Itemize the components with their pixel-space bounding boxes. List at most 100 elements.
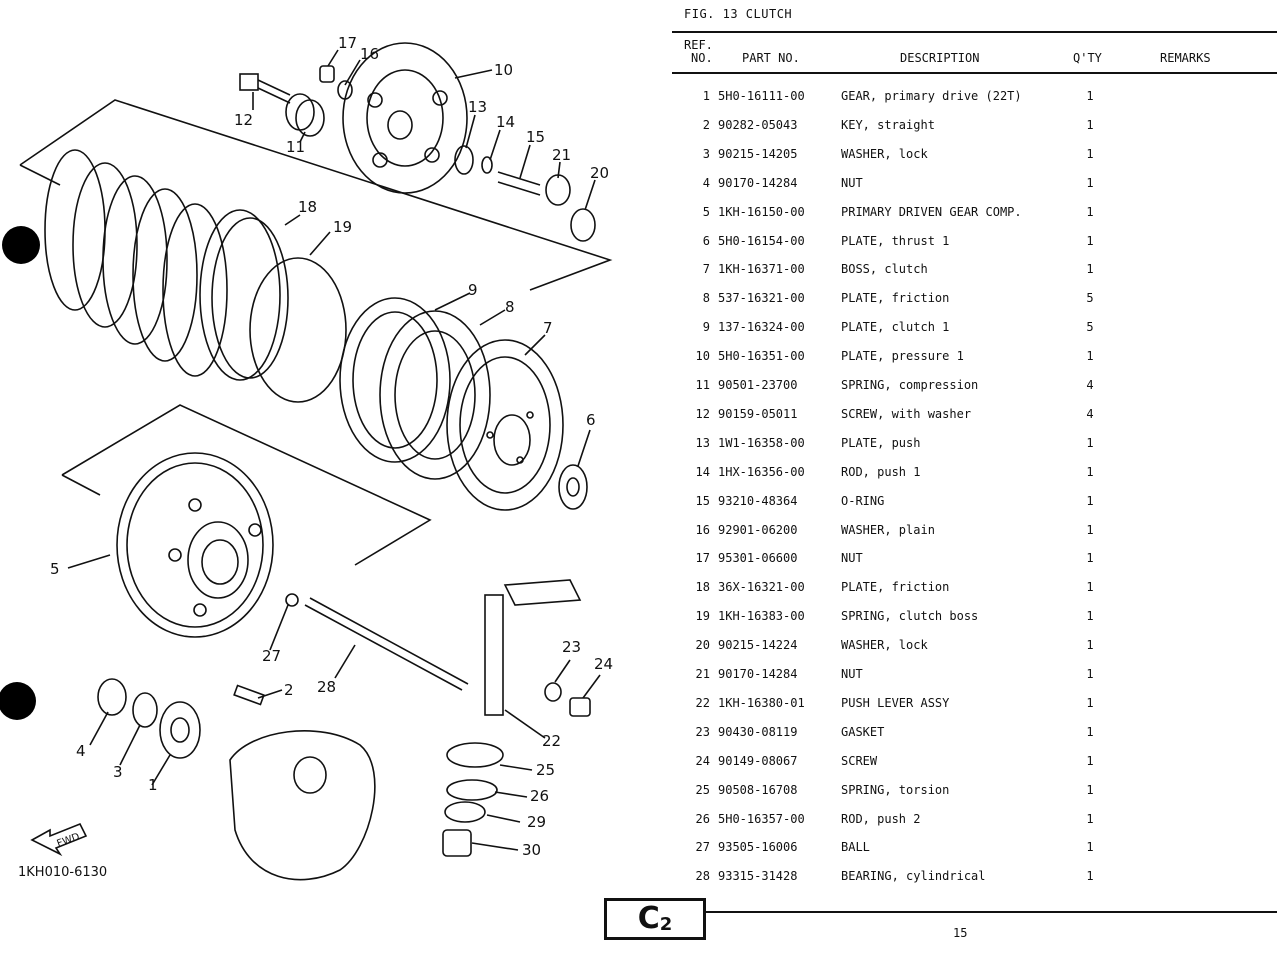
part-no-cell: 90282-05043 [718,117,798,132]
description-cell: WASHER, plain [841,522,935,537]
callout-24: 24 [594,655,613,673]
qty-cell: 1 [1086,609,1094,624]
qty-cell: 5 [1086,320,1094,335]
part-no-cell: 5H0-16154-00 [718,233,805,248]
footer-rule [704,911,1277,913]
description-cell: SCREW [841,753,878,768]
header-bottom-rule [672,72,1277,74]
part-no-cell: 1W1-16358-00 [718,435,805,450]
part-no-cell: 95301-06600 [718,551,798,566]
ref-cell: 18 [695,580,710,595]
description-cell: BEARING, cylindrical [841,869,986,884]
ref-cell: 20 [695,638,710,653]
callout-29: 29 [527,813,546,831]
part-no-cell: 5H0-16357-00 [718,811,805,826]
exploded-parts-diagram: 1234567891011121314151617181920212223242… [18,34,613,881]
ref-cell: 16 [695,522,710,537]
ref-cell: 21 [695,667,710,681]
ref-cell: 11 [695,378,710,392]
part-no-cell: 90170-14284 [718,175,798,190]
ref-cell: 6 [702,233,710,248]
callout-19: 19 [333,218,352,236]
qty-cell: 4 [1086,378,1094,392]
table-row: 13 1W1-16358-00 PLATE, push 1 [672,436,1277,454]
qty-cell: 1 [1086,724,1094,739]
ref-cell: 4 [702,175,710,190]
qty-cell: 1 [1086,667,1094,681]
header-top-rule [672,31,1277,33]
ref-cell: 26 [695,811,710,826]
description-cell: PLATE, friction [841,291,950,306]
qty-cell: 1 [1086,464,1094,479]
callout-2: 2 [284,681,294,699]
header-ref-line2: NO. [691,51,713,65]
part-no-cell: 92901-06200 [718,522,798,537]
callout-26: 26 [530,787,549,805]
section-badge-number: 2 [659,914,673,935]
qty-cell: 5 [1086,291,1094,306]
part-no-cell: 90170-14284 [718,667,798,681]
part-no-cell: 5H0-16111-00 [718,89,805,103]
qty-cell: 1 [1086,435,1094,450]
callout-25: 25 [536,761,555,779]
callout-7: 7 [543,319,553,337]
description-cell: WASHER, lock [841,638,928,653]
ref-cell: 14 [695,464,710,479]
description-cell: KEY, straight [841,117,935,132]
description-cell: PLATE, pressure 1 [841,349,964,364]
ref-cell: 24 [695,753,710,768]
description-cell: PRIMARY DRIVEN GEAR COMP. [841,204,1022,219]
description-cell: ROD, push 2 [841,811,921,826]
callout-22: 22 [542,732,561,750]
callout-6: 6 [586,411,596,429]
callout-10: 10 [494,61,513,79]
callout-13: 13 [468,98,487,116]
ref-cell: 13 [695,435,710,450]
qty-cell: 1 [1086,695,1094,710]
description-cell: PUSH LEVER ASSY [841,695,950,710]
description-cell: O-RING [841,493,885,508]
part-no-cell: 36X-16321-00 [718,580,805,595]
description-cell: PLATE, push [841,435,921,450]
qty-cell: 1 [1086,175,1094,190]
binder-hole-top [2,226,40,264]
callout-28: 28 [317,678,336,696]
callout-16: 16 [360,45,379,63]
qty-cell: 4 [1086,406,1094,421]
callout-14: 14 [496,113,515,131]
description-cell: PLATE, clutch 1 [841,320,950,335]
part-no-cell: 90159-05011 [718,406,798,421]
callout-18: 18 [298,198,317,216]
qty-cell: 1 [1086,117,1094,132]
description-cell: PLATE, friction [841,580,950,595]
binder-hole-bottom [0,682,36,720]
part-no-cell: 93315-31428 [718,869,798,884]
ref-cell: 23 [695,724,710,739]
qty-cell: 1 [1086,638,1094,653]
ref-cell: 8 [702,291,710,306]
callout-8: 8 [505,298,515,316]
description-cell: WASHER, lock [841,146,928,161]
part-no-cell: 90149-08067 [718,753,798,768]
callout-5: 5 [50,560,60,578]
drawing-code: 1KH010-6130 [18,865,107,880]
section-badge: C2 [604,898,706,940]
callout-12: 12 [234,111,253,129]
qty-cell: 1 [1086,89,1094,103]
qty-cell: 1 [1086,262,1094,277]
part-no-cell: 90430-08119 [718,724,798,739]
qty-cell: 1 [1086,233,1094,248]
